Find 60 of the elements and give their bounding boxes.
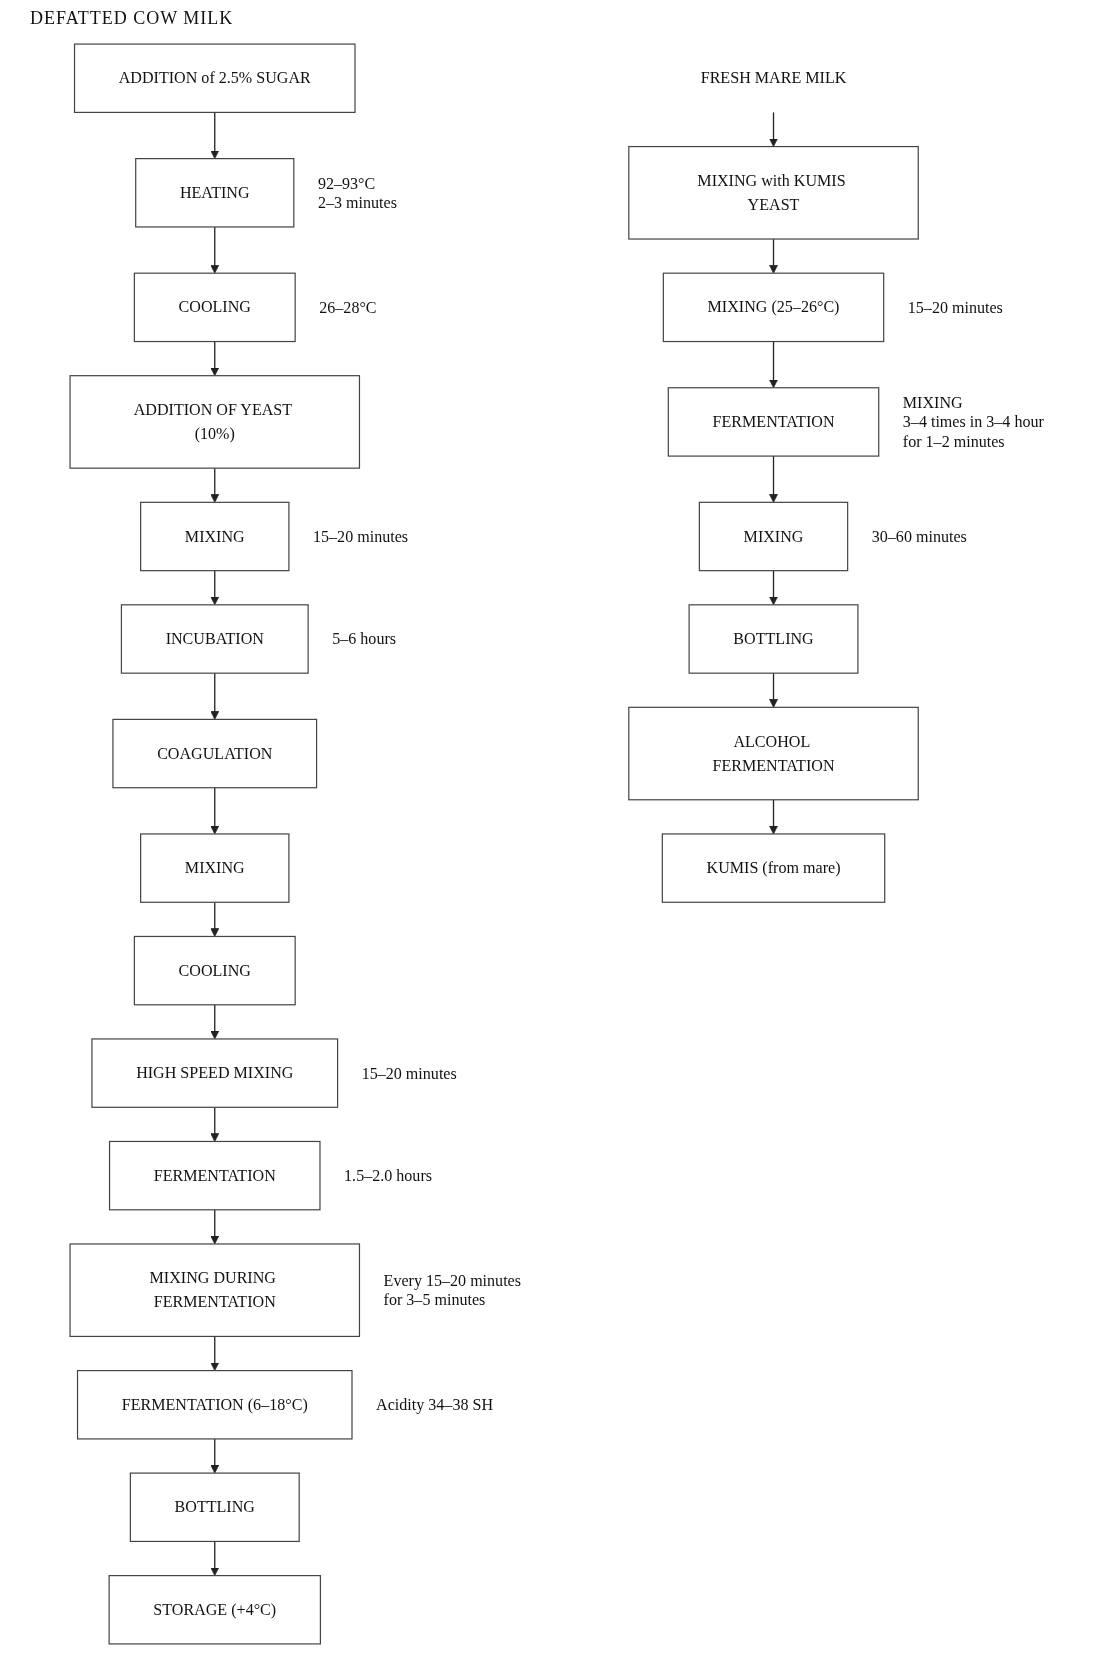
arrow: [768, 340, 778, 389]
arrow: [210, 1106, 219, 1142]
arrow: [768, 111, 778, 147]
step-note: Every 15–20 minutes: [383, 1272, 521, 1290]
arrow: [210, 1540, 219, 1576]
arrow: [210, 672, 219, 720]
arrow: [210, 1335, 219, 1371]
arrow: [210, 340, 219, 377]
column-heading: DEFATTED COW MILK: [30, 8, 234, 28]
arrow: [210, 1004, 219, 1040]
process-box: COOLING: [133, 935, 296, 1006]
process-box: HIGH SPEED MIXING: [90, 1038, 338, 1108]
process-box: MIXING DURING FERMENTATION: [69, 1243, 360, 1338]
step-note: 5–6 hours: [331, 630, 396, 648]
step-note: for 3–5 minutes: [383, 1291, 485, 1309]
process-box: INCUBATION: [120, 604, 309, 674]
process-box: ADDITION of 2.5% SUGAR: [73, 43, 356, 113]
process-box: MIXING with KUMIS YEAST: [627, 145, 919, 240]
step-note: 92–93°C: [317, 174, 375, 192]
step-note: 15–20 minutes: [312, 528, 408, 545]
start-label: FRESH MARE MILK: [700, 69, 846, 87]
step-note: 2–3 minutes: [317, 193, 397, 211]
process-box: BOTTLING: [129, 1472, 300, 1543]
process-box: STORAGE (+4°C): [108, 1575, 321, 1645]
arrow: [210, 467, 219, 503]
arrow: [210, 901, 219, 937]
step-note: for 1–2 minutes: [902, 432, 1005, 450]
arrow: [768, 799, 778, 835]
step-note: 26–28°C: [318, 298, 377, 316]
process-box: MIXING: [139, 501, 290, 572]
arrow: [210, 1209, 219, 1245]
arrow: [210, 787, 219, 835]
process-box: ALCOHOL FERMENTATION: [627, 706, 919, 801]
process-box: MIXING: [139, 833, 290, 903]
process-box: HEATING: [134, 158, 295, 228]
process-box: COOLING: [133, 272, 296, 343]
step-note: 1.5–2.0 hours: [343, 1167, 432, 1185]
step-note: 15–20 minutes: [361, 1064, 457, 1082]
process-box: MIXING (25–26°C): [662, 272, 884, 343]
arrow: [210, 570, 219, 606]
arrow: [768, 672, 778, 708]
arrow: [768, 455, 778, 503]
arrow: [768, 570, 778, 606]
step-note: 3–4 times in 3–4 hour: [902, 413, 1044, 431]
process-box: ADDITION OF YEAST (10%): [69, 375, 360, 469]
process-box: KUMIS (from mare): [661, 833, 885, 903]
step-note: 30–60 minutes: [871, 528, 967, 545]
arrow: [210, 226, 219, 274]
process-box: BOTTLING: [688, 604, 859, 674]
arrow: [210, 111, 219, 160]
process-box: MIXING: [698, 501, 848, 572]
step-note: 15–20 minutes: [907, 298, 1003, 316]
arrow: [210, 1438, 219, 1474]
process-box: FERMENTATION: [108, 1140, 321, 1211]
step-note: Acidity 34–38 SH: [375, 1396, 493, 1414]
process-box: FERMENTATION: [667, 387, 879, 457]
process-box: COAGULATION: [111, 718, 317, 789]
arrow: [768, 238, 778, 274]
process-box: FERMENTATION (6–18°C): [76, 1370, 353, 1440]
step-note: MIXING: [902, 394, 963, 412]
